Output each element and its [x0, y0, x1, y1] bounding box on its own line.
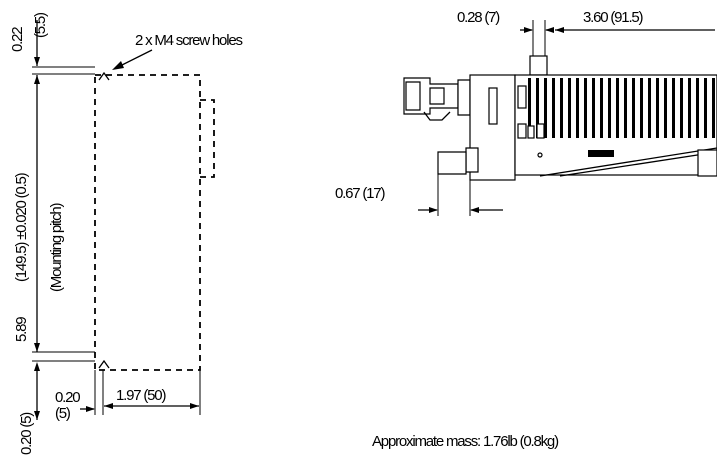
mounting-pitch-label: (Mounting pitch) [48, 202, 65, 292]
screw-holes-label: 2 x M4 screw holes [135, 32, 242, 49]
mass-label: Approximate mass: 1.76lb (0.8kg) [372, 433, 559, 450]
screw-hole-top [98, 71, 110, 81]
dim-hole-offset-in: 0.20 [55, 389, 80, 406]
front-view: 0.22 (5.5) 5.89 (149.5) ±0.020 (0.5) (Mo… [9, 12, 244, 455]
dim-pitch-mm: (149.5) ±0.020 (0.5) [13, 172, 30, 282]
dim-pitch-left-in: 5.89 [13, 317, 30, 342]
mounting-outline [94, 74, 201, 371]
screw-hole-bottom [98, 359, 110, 369]
dim-flange: 0.28 (7) [457, 9, 500, 26]
dim-top-gap-mm: (5.5) [32, 12, 49, 38]
dim-bottom-gap: 0.20 (5) [18, 412, 35, 455]
dim-top-gap-in: 0.22 [9, 27, 26, 52]
side-protrusion-outline [200, 99, 215, 178]
heatsink-fins [528, 78, 715, 138]
side-view: 0.28 (7) 3.60 (91.5) [335, 9, 717, 216]
dim-depth: 3.60 (91.5) [583, 9, 644, 26]
dim-hole-offset-mm: (5) [55, 405, 71, 422]
dim-width: 1.97 (50) [116, 387, 166, 404]
dim-connector: 0.67 (17) [335, 185, 385, 202]
